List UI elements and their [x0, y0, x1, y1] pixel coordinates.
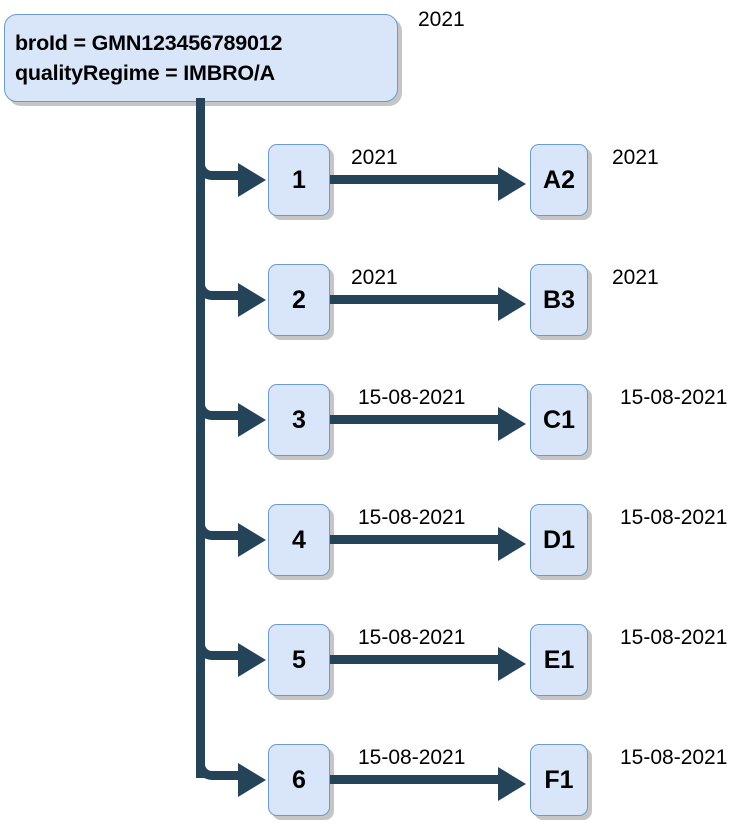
branch-stub-row-5 [216, 651, 244, 660]
elbow-connector-row-3 [196, 390, 226, 420]
node-right-f1-label: F1 [544, 765, 574, 794]
edge-arrowhead-row-4 [498, 527, 526, 561]
root-tail-label: 2021 [418, 8, 465, 31]
node-mid-1-label: 1 [292, 165, 306, 194]
node-mid-2[interactable]: 2 [268, 264, 330, 336]
node-mid-4-label: 4 [292, 525, 306, 554]
node-right-a2[interactable]: A2 [530, 144, 588, 216]
edge-arrowhead-row-3 [498, 407, 526, 441]
node-right-b3[interactable]: B3 [530, 264, 588, 336]
branch-stub-row-1 [216, 171, 244, 180]
edge-label-row-4: 15-08-2021 [358, 506, 466, 529]
branch-stub-row-3 [216, 411, 244, 420]
node-right-d1-label: D1 [543, 525, 575, 554]
tail-label-row-4: 15-08-2021 [620, 506, 728, 529]
root-node-line-broid: broId = GMN123456789012 [15, 31, 283, 55]
node-mid-2-label: 2 [292, 285, 306, 314]
trunk-connector [196, 98, 205, 778]
tail-label-row-5: 15-08-2021 [620, 626, 728, 649]
node-right-b3-label: B3 [543, 285, 575, 314]
branch-arrowhead-row-6 [238, 763, 266, 797]
node-mid-1[interactable]: 1 [268, 144, 330, 216]
edge-line-row-3 [330, 415, 503, 424]
edge-line-row-6 [330, 775, 503, 784]
node-mid-6-label: 6 [292, 765, 306, 794]
branch-arrowhead-row-1 [238, 163, 266, 197]
node-mid-5[interactable]: 5 [268, 624, 330, 696]
root-node[interactable]: broId = GMN123456789012 qualityRegime = … [4, 14, 398, 102]
elbow-connector-row-6 [196, 750, 226, 780]
branch-arrowhead-row-5 [238, 643, 266, 677]
node-right-f1[interactable]: F1 [530, 744, 588, 816]
edge-label-row-6: 15-08-2021 [358, 746, 466, 769]
tail-label-row-1: 2021 [612, 146, 659, 169]
edge-label-row-5: 15-08-2021 [358, 626, 466, 649]
edge-arrowhead-row-6 [498, 767, 526, 801]
edge-label-row-2: 2021 [351, 266, 398, 289]
branch-arrowhead-row-3 [238, 403, 266, 437]
node-mid-3[interactable]: 3 [268, 384, 330, 456]
node-right-c1-label: C1 [543, 405, 575, 434]
root-node-line-qualityregime: qualityRegime = IMBRO/A [15, 61, 276, 85]
node-right-e1-label: E1 [543, 645, 575, 674]
edge-label-row-1: 2021 [351, 146, 398, 169]
branch-stub-row-4 [216, 531, 244, 540]
node-mid-3-label: 3 [292, 405, 306, 434]
elbow-connector-row-4 [196, 510, 226, 540]
edge-label-row-3: 15-08-2021 [358, 386, 466, 409]
tail-label-row-3: 15-08-2021 [620, 386, 728, 409]
tail-label-row-6: 15-08-2021 [620, 746, 728, 769]
elbow-connector-row-2 [196, 270, 226, 300]
node-mid-4[interactable]: 4 [268, 504, 330, 576]
edge-arrowhead-row-1 [498, 167, 526, 201]
elbow-connector-row-1 [196, 150, 226, 180]
branch-arrowhead-row-4 [238, 523, 266, 557]
elbow-connector-row-5 [196, 630, 226, 660]
edge-line-row-5 [330, 655, 503, 664]
edge-line-row-4 [330, 535, 503, 544]
branch-arrowhead-row-2 [238, 283, 266, 317]
node-mid-5-label: 5 [292, 645, 306, 674]
edge-line-row-1 [330, 175, 503, 184]
node-right-e1[interactable]: E1 [530, 624, 588, 696]
edge-arrowhead-row-5 [498, 647, 526, 681]
branch-stub-row-2 [216, 291, 244, 300]
node-right-d1[interactable]: D1 [530, 504, 588, 576]
node-mid-6[interactable]: 6 [268, 744, 330, 816]
node-right-a2-label: A2 [543, 165, 575, 194]
edge-arrowhead-row-2 [498, 287, 526, 321]
tail-label-row-2: 2021 [612, 266, 659, 289]
edge-line-row-2 [330, 295, 503, 304]
branch-stub-row-6 [216, 771, 244, 780]
node-right-c1[interactable]: C1 [530, 384, 588, 456]
